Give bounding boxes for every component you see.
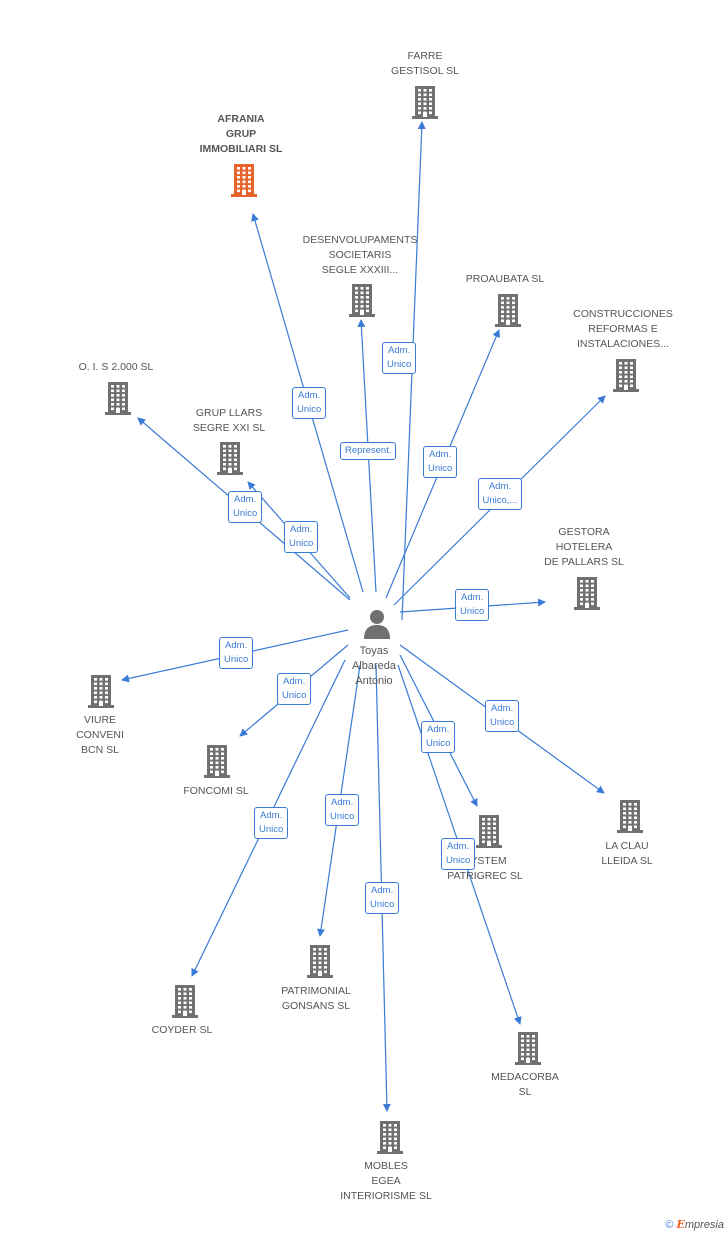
building-icon	[307, 945, 333, 978]
company-label-patrimonial[interactable]: PATRIMONIAL GONSANS SL	[281, 985, 351, 1012]
company-node-farre[interactable]	[410, 85, 440, 124]
edge-label-viure: Adm. Unico	[219, 637, 254, 669]
company-label-viure[interactable]: VIURE CONVENI BCN SL	[76, 714, 124, 756]
company-label-ois[interactable]: O. I. S 2.000 SL	[78, 361, 154, 373]
company-node-mobles[interactable]	[375, 1120, 405, 1159]
center-person-label: Toyas Albareda Antonio	[351, 645, 397, 687]
brand-logo-initial: E	[676, 1218, 685, 1231]
brand-logo-text: mpresia	[684, 1219, 724, 1231]
building-icon	[204, 745, 230, 778]
edge-label-coyder: Adm. Unico	[254, 807, 289, 839]
company-node-afrania[interactable]	[229, 163, 259, 202]
company-node-grupllars[interactable]	[215, 441, 245, 480]
company-node-desenvol[interactable]	[347, 283, 377, 322]
company-label-farre[interactable]: FARRE GESTISOL SL	[391, 50, 459, 77]
building-icon	[172, 985, 198, 1018]
building-icon	[574, 577, 600, 610]
edge-label-medacorba: Adm. Unico	[441, 838, 476, 870]
company-node-patrimonial[interactable]	[305, 944, 335, 983]
company-label-construcciones[interactable]: CONSTRUCCIONES REFORMAS E INSTALACIONES.…	[573, 308, 673, 350]
company-node-viure[interactable]	[86, 674, 116, 713]
company-node-medacorba[interactable]	[513, 1031, 543, 1070]
edge-label-foncomi: Adm. Unico	[277, 673, 312, 705]
company-label-grupllars[interactable]: GRUP LLARS SEGRE XXI SL	[192, 407, 266, 434]
building-icon	[613, 359, 639, 392]
building-icon	[105, 382, 131, 415]
building-icon	[217, 442, 243, 475]
edge-label-grupllars: Adm. Unico	[284, 521, 319, 553]
company-label-foncomi[interactable]: FONCOMI SL	[183, 785, 249, 797]
company-node-coyder[interactable]	[170, 984, 200, 1023]
building-icon	[476, 815, 502, 848]
company-node-gestora[interactable]	[572, 576, 602, 615]
footer-brand: © Empresia	[665, 1218, 724, 1231]
company-label-system[interactable]: SYSTEM PATRIGREC SL	[447, 855, 523, 882]
building-icon	[617, 800, 643, 833]
building-icon	[515, 1032, 541, 1065]
edge-label-construcciones: Adm. Unico,...	[477, 478, 523, 510]
company-label-proaubata[interactable]: PROAUBATA SL	[465, 273, 545, 285]
company-node-construcciones[interactable]	[611, 358, 641, 397]
building-icon	[231, 164, 257, 197]
edge-label-ois: Adm. Unico	[228, 491, 263, 523]
building-icon	[412, 86, 438, 119]
company-label-medacorba[interactable]: MEDACORBA SL	[491, 1071, 559, 1098]
building-icon	[495, 294, 521, 327]
company-node-ois[interactable]	[103, 381, 133, 420]
building-icon	[88, 675, 114, 708]
edge-label-patrimonial: Adm. Unico	[325, 794, 360, 826]
company-node-foncomi[interactable]	[202, 744, 232, 783]
company-label-afrania[interactable]: AFRANIA GRUP IMMOBILIARI SL	[199, 113, 283, 155]
edge-label-desenvol: Represent.	[340, 442, 397, 460]
building-icon	[377, 1121, 403, 1154]
company-label-gestora[interactable]: GESTORA HOTELERA DE PALLARS SL	[544, 526, 624, 568]
company-node-laclau[interactable]	[615, 799, 645, 838]
company-label-desenvol[interactable]: DESENVOLUPAMENTS SOCIETARIS SEGLE XXXIII…	[302, 234, 418, 276]
edge-label-proaubata: Adm. Unico	[423, 446, 458, 478]
company-node-system[interactable]	[474, 814, 504, 853]
person-icon	[364, 610, 390, 639]
company-label-laclau[interactable]: LA CLAU LLEIDA SL	[601, 840, 653, 867]
company-label-coyder[interactable]: COYDER SL	[151, 1024, 213, 1036]
edge-label-afrania: Adm. Unico	[292, 387, 327, 419]
edge-label-laclau: Adm. Unico	[485, 700, 520, 732]
edge-label-system: Adm. Unico	[421, 721, 456, 753]
edge-label-gestora: Adm. Unico	[455, 589, 490, 621]
company-node-proaubata[interactable]	[493, 293, 523, 332]
company-label-mobles[interactable]: MOBLES EGEA INTERIORISME SL	[340, 1160, 432, 1202]
edge-label-farre: Adm. Unico	[382, 342, 417, 374]
edge-label-mobles: Adm. Unico	[365, 882, 400, 914]
copyright-symbol: ©	[665, 1219, 674, 1231]
center-person[interactable]	[362, 608, 392, 640]
building-icon	[349, 284, 375, 317]
